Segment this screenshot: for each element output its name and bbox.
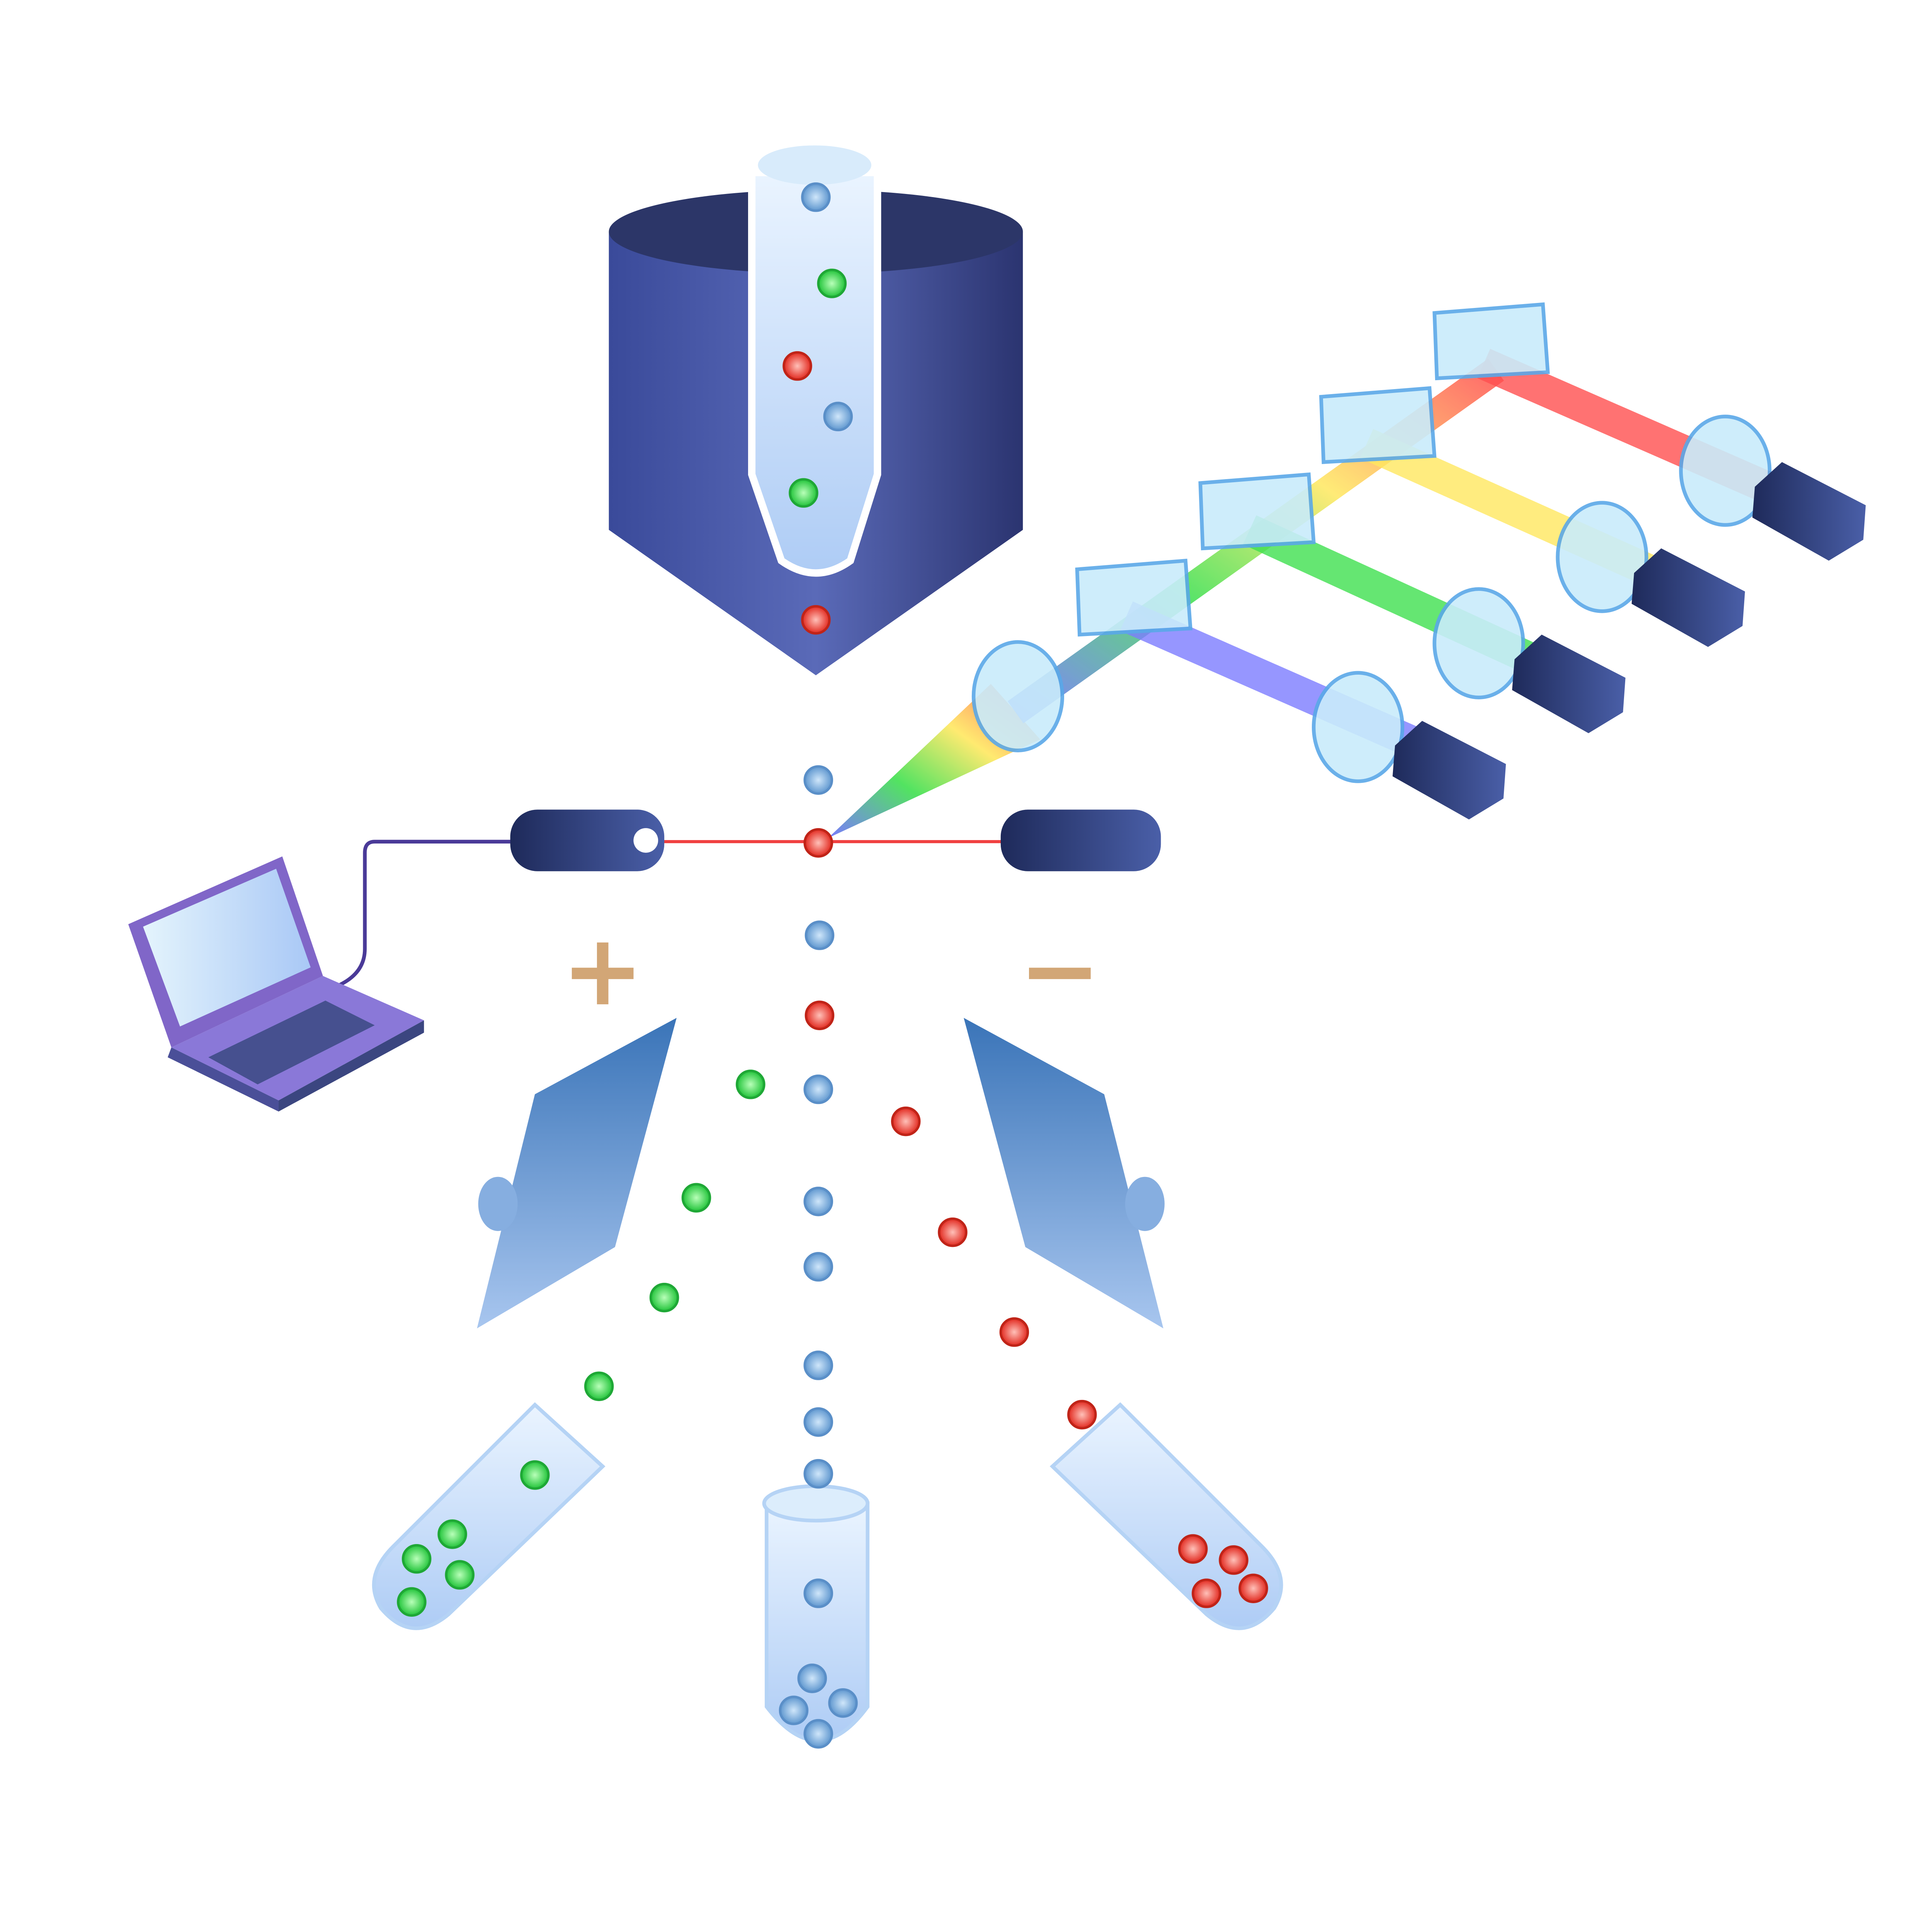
blue-cell [803, 1252, 833, 1282]
negative-charge-sign: − [1018, 913, 1101, 1028]
blue-cell [779, 1696, 808, 1725]
red-cell [937, 1217, 968, 1247]
optical-path [828, 302, 1866, 838]
laser-source [510, 810, 664, 871]
blue-cell [803, 1719, 833, 1749]
data-cable [337, 840, 510, 988]
blue-cell [828, 1688, 858, 1718]
forward-scatter-detector [1000, 810, 1161, 871]
negative-deflection-plate [963, 1018, 1163, 1328]
blue-cell [803, 1578, 833, 1608]
laptop [128, 856, 424, 1112]
red-cell [1067, 1400, 1097, 1430]
blue-cell [823, 401, 853, 432]
blue-cell [803, 1407, 833, 1437]
blue-cell [803, 1187, 833, 1216]
positive-deflection-plate [476, 1018, 677, 1328]
blue-cell [803, 1074, 833, 1104]
green-cell [817, 269, 847, 298]
red-cell [891, 1106, 921, 1136]
red-cell [1191, 1578, 1221, 1608]
cells [396, 182, 1268, 1749]
negative-plate-mount [1125, 1177, 1165, 1231]
blue-cell [803, 1459, 833, 1489]
sample-nozzle [609, 145, 1023, 675]
laptop-screen [143, 869, 311, 1027]
dichroic-mirror-4 [1432, 302, 1550, 381]
laptop-keyboard [208, 1000, 375, 1085]
red-cell [782, 351, 812, 381]
green-cell [520, 1460, 550, 1490]
red-collection-tube [1049, 1402, 1283, 1630]
detector-3 [1631, 548, 1745, 647]
red-cell [801, 605, 831, 635]
green-cell [681, 1183, 711, 1213]
red-cell [1238, 1573, 1268, 1604]
red-cell [1178, 1534, 1208, 1564]
dichroic-mirror-1 [1075, 558, 1192, 637]
laser-flash-icon [633, 828, 658, 853]
blue-cell [797, 1663, 827, 1693]
green-cell [584, 1371, 614, 1401]
green-cell [396, 1587, 427, 1617]
filter-lens-4 [1679, 415, 1772, 527]
green-collection-tube [372, 1402, 605, 1630]
filter-lens-2 [1432, 587, 1525, 699]
red-cell-being-analyzed [803, 828, 833, 858]
blue-cell [801, 182, 831, 212]
green-cell [445, 1560, 474, 1590]
detector-4 [1752, 462, 1866, 561]
filter-lens-3 [1555, 501, 1648, 613]
blue-cell [803, 765, 833, 795]
red-cell [999, 1317, 1029, 1347]
collection-lens [971, 640, 1064, 752]
positive-charge-sign: + [561, 913, 644, 1028]
green-cell [437, 1519, 467, 1549]
red-cell [1218, 1545, 1248, 1575]
blue-cell [804, 920, 834, 950]
green-cell [649, 1282, 679, 1313]
blue-cell [803, 1350, 833, 1380]
green-cell [788, 478, 818, 508]
green-cell [401, 1544, 431, 1574]
dichroic-mirror-2 [1198, 472, 1316, 551]
dichroic-mirror-3 [1319, 386, 1436, 464]
filter-lens-1 [1311, 671, 1404, 783]
green-cell [735, 1070, 765, 1099]
red-cell [804, 1000, 834, 1031]
flow-cytometry-diagram: + − [128, 145, 1866, 1749]
detector-2 [1512, 634, 1626, 733]
positive-plate-mount [478, 1177, 518, 1231]
detector-1 [1392, 721, 1506, 820]
